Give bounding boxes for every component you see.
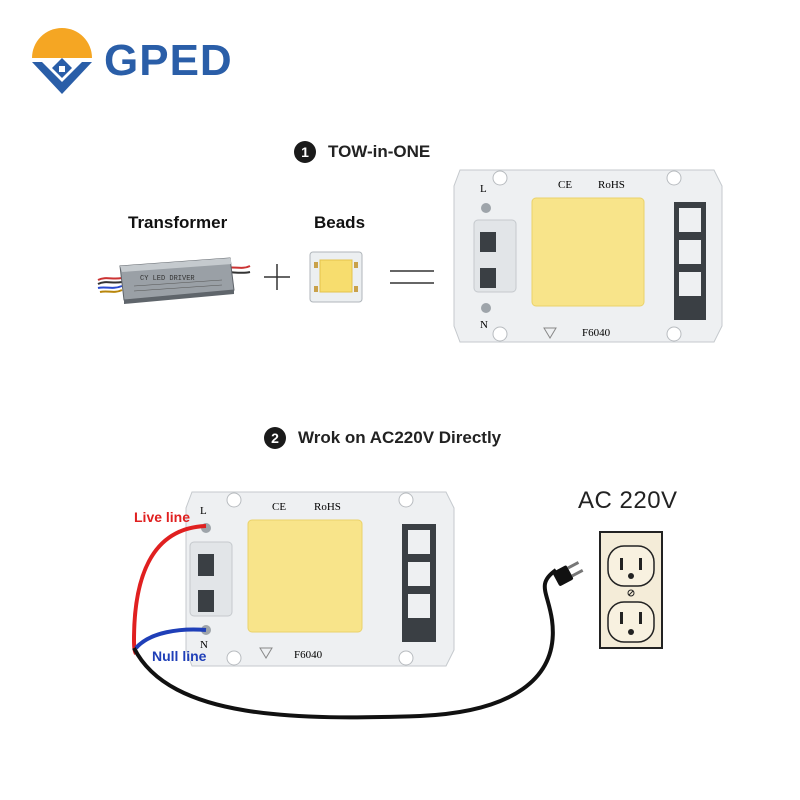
null-line-label: Null line: [152, 648, 207, 664]
plus-icon: [264, 264, 290, 290]
section1-title: 1 TOW-in-ONE: [294, 141, 430, 163]
chip-wired-pin-n: N: [200, 639, 208, 651]
section1-number: 1: [294, 141, 316, 163]
brand-name: GPED: [104, 36, 233, 85]
chip-large-ce: CE: [558, 179, 572, 191]
transformer-label: Transformer: [128, 213, 228, 232]
power-cord: [132, 568, 558, 720]
equals-icon: [390, 270, 434, 284]
cob-chip-large: CE RoHS F6040 L N: [453, 169, 723, 343]
chip-wired-ce: CE: [272, 501, 286, 513]
warning-icon: [543, 327, 557, 339]
transformer-driver-text: CY LED DRIVER: [140, 275, 195, 283]
chip-wired-rohs: RoHS: [314, 501, 341, 513]
outlet-icon: [599, 531, 663, 649]
null-wire: [134, 627, 207, 650]
cob-chip-wired: CE RoHS F6040 L N: [185, 491, 455, 667]
section2-title: 2 Wrok on AC220V Directly: [264, 427, 501, 449]
section2-number: 2: [264, 427, 286, 449]
chip-wired-pin-l: L: [200, 505, 207, 517]
house-logo-icon: [32, 28, 92, 94]
live-wire: [131, 524, 207, 655]
chip-large-pin-l: L: [480, 183, 487, 195]
chip-large-rohs: RoHS: [598, 179, 625, 191]
ac-220v-label: AC 220V: [578, 487, 678, 514]
plug-icon: [552, 561, 584, 586]
chip-large-pin-n: N: [480, 319, 488, 331]
beads-label: Beads: [314, 213, 366, 232]
chip-wired-model: F6040: [294, 649, 323, 661]
live-line-label: Live line: [134, 509, 191, 525]
transformer-image: CY LED DRIVER: [97, 257, 251, 304]
section1-title-text: TOW-in-ONE: [328, 142, 431, 161]
beads-image: [309, 251, 363, 303]
chip-large-model: F6040: [582, 327, 611, 339]
section2-title-text: Wrok on AC220V Directly: [298, 428, 502, 447]
warning-icon: [259, 647, 273, 659]
